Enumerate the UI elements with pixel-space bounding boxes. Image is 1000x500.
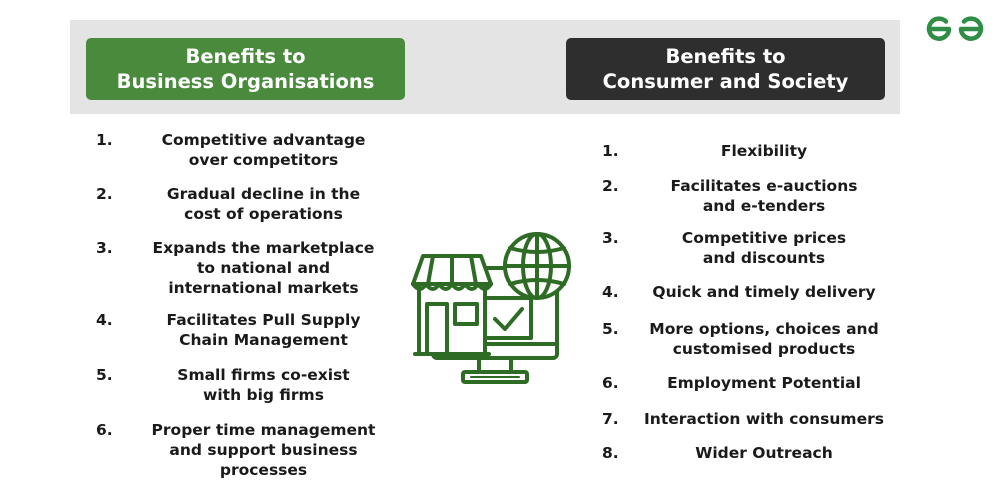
item-line: Expands the marketplace (152, 239, 375, 257)
item-text: Competitive advantage over competitors (126, 130, 401, 170)
gfg-logo-icon (926, 16, 984, 41)
item-line: Chain Management (179, 331, 348, 349)
item-line: Quick and timely delivery (652, 283, 876, 301)
item-number: 6. (602, 374, 619, 392)
item-number: 6. (96, 421, 113, 439)
item-text: Competitive prices and discounts (624, 228, 904, 268)
item-line: cost of operations (184, 205, 343, 223)
item-line: and e-tenders (702, 197, 826, 215)
item-text: Flexibility (624, 141, 904, 161)
item-line: Facilitates Pull Supply (166, 311, 361, 329)
item-line: Flexibility (720, 142, 808, 160)
item-number: 5. (602, 320, 619, 338)
item-line: Proper time management (151, 421, 376, 439)
item-number: 4. (602, 283, 619, 301)
item-text: Employment Potential (624, 373, 904, 393)
item-text: Facilitates Pull Supply Chain Management (126, 310, 401, 350)
item-number: 1. (602, 142, 619, 160)
item-line: Gradual decline in the (166, 185, 361, 203)
item-number: 4. (96, 311, 113, 329)
header-right-line-2: Consumer and Society (602, 70, 849, 93)
item-line: and support business (169, 441, 358, 459)
ecommerce-store-globe-icon (411, 232, 571, 384)
header-business-organisations: Benefits to Business Organisations (86, 38, 405, 100)
item-number: 8. (602, 444, 619, 462)
item-line: Competitive advantage (161, 131, 366, 149)
item-line: over competitors (188, 151, 339, 169)
item-number: 3. (602, 229, 619, 247)
item-text: More options, choices and customised pro… (624, 319, 904, 359)
header-left-line-1: Benefits to (185, 45, 306, 68)
item-line: More options, choices and (649, 320, 879, 338)
item-text: Small firms co-exist with big firms (126, 365, 401, 405)
item-line: and discounts (702, 249, 826, 267)
header-left-line-2: Business Organisations (116, 70, 375, 93)
item-line: customised products (672, 340, 856, 358)
item-line: Interaction with consumers (644, 410, 884, 428)
header-consumer-society: Benefits to Consumer and Society (566, 38, 885, 100)
item-line: processes (219, 461, 308, 479)
header-right-line-1: Benefits to (665, 45, 786, 68)
item-text: Proper time management and support busin… (126, 420, 401, 480)
item-text: Gradual decline in the cost of operation… (126, 184, 401, 224)
item-text: Quick and timely delivery (624, 282, 904, 302)
item-number: 2. (602, 177, 619, 195)
item-line: Wider Outreach (695, 444, 833, 462)
item-line: international markets (168, 279, 359, 297)
item-line: Competitive prices (681, 229, 847, 247)
item-text: Facilitates e-auctions and e-tenders (624, 176, 904, 216)
item-number: 3. (96, 239, 113, 257)
item-line: Employment Potential (667, 374, 861, 392)
item-line: with big firms (203, 386, 324, 404)
item-number: 1. (96, 131, 113, 149)
item-text: Wider Outreach (624, 443, 904, 463)
item-text: Expands the marketplace to national and … (126, 238, 401, 298)
item-number: 7. (602, 410, 619, 428)
item-text: Interaction with consumers (624, 409, 904, 429)
item-line: Small firms co-exist (177, 366, 350, 384)
item-number: 2. (96, 185, 113, 203)
item-number: 5. (96, 366, 113, 384)
item-line: Facilitates e-auctions (670, 177, 858, 195)
item-line: to national and (196, 259, 331, 277)
